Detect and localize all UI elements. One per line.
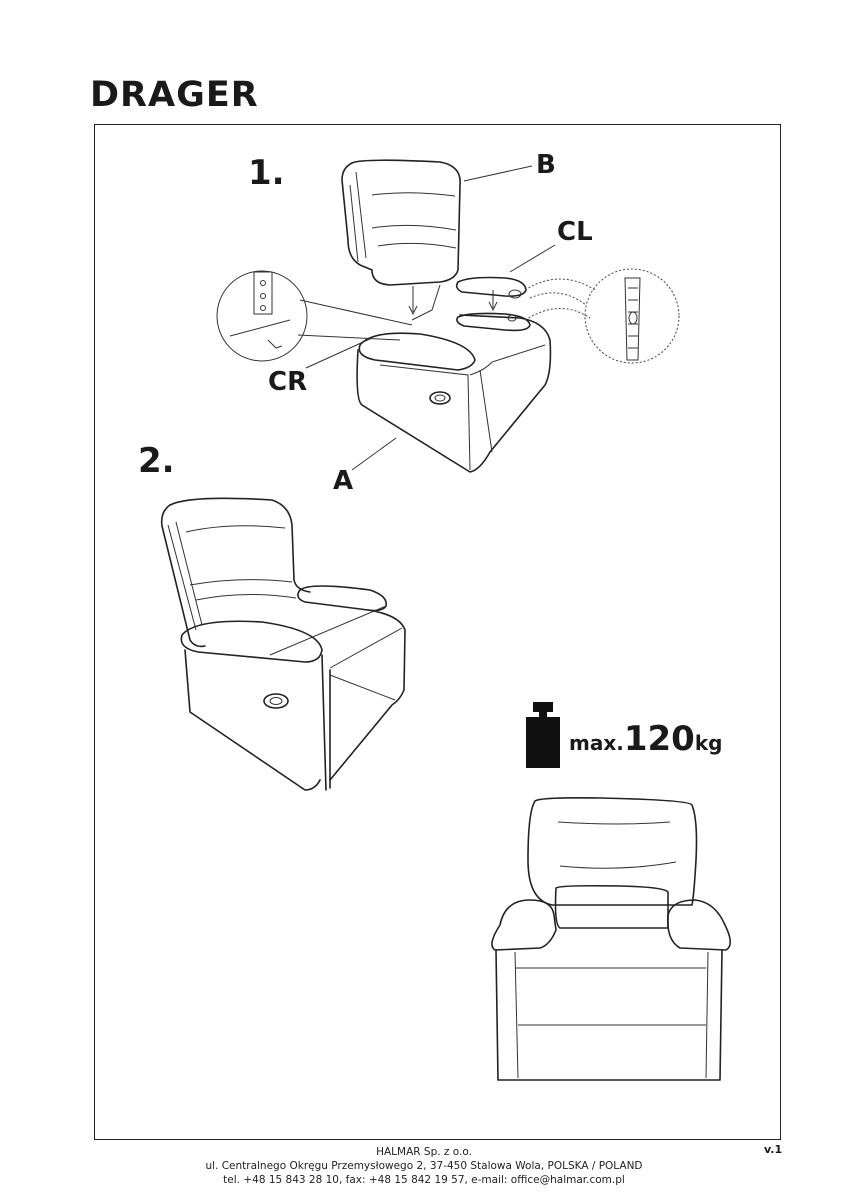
step-2-assembled-chair [160, 497, 406, 791]
step-1-armrest-left [455, 276, 527, 299]
step-1-bracket-detail [216, 270, 413, 362]
weight-icon [526, 702, 560, 768]
step-1-arrow-arm [488, 290, 498, 312]
weight-limit-unit: kg [695, 731, 723, 755]
leader-a [351, 437, 397, 471]
front-view-chair [491, 797, 732, 1081]
footer-contact: tel. +48 15 843 28 10, fax: +48 15 842 1… [223, 1174, 625, 1186]
leader-cr [305, 337, 373, 369]
step-2-number: 2. [138, 441, 175, 481]
document-version: v.1 [764, 1143, 783, 1156]
step-1-base [356, 312, 552, 473]
instruction-frame [94, 124, 781, 1140]
footer-company: HALMAR Sp. z o.o. [376, 1146, 472, 1158]
svg-text:max.120kg: max.120kg [569, 719, 722, 759]
label-right-arm: CR [268, 367, 307, 397]
weight-limit-value: 120 [624, 719, 695, 759]
document-title: DRAGER [90, 75, 259, 115]
footer-address: ul. Centralnego Okręgu Przemysłowego 2, … [205, 1160, 643, 1172]
label-base: A [333, 466, 353, 496]
step-1-zipper-detail [524, 268, 680, 364]
leader-cl [509, 244, 556, 273]
step-1-arrow-back [408, 286, 418, 316]
weight-limit-prefix: max. [569, 731, 624, 755]
label-back: B [536, 150, 556, 180]
step-1-number: 1. [248, 153, 285, 193]
step-1-backrest [341, 159, 461, 321]
label-left-arm: CL [557, 217, 593, 247]
leader-b [463, 165, 533, 182]
